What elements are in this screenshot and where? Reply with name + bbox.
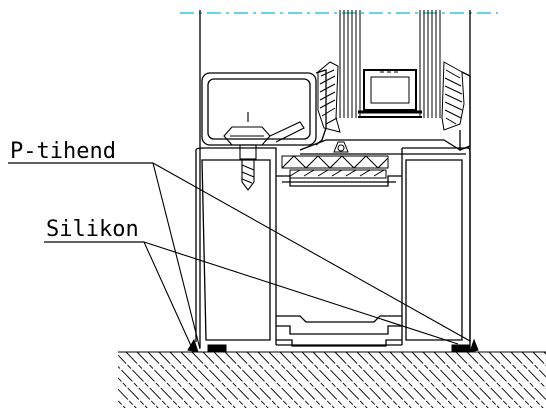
hatch-line: [118, 400, 126, 408]
hatch-line: [444, 351, 500, 408]
glazing-gasket-right: [441, 61, 465, 131]
hatch-line: [378, 351, 434, 408]
fixing-bolt: [223, 112, 305, 191]
hatch-line: [118, 377, 148, 408]
ground-hatching: [60, 351, 546, 408]
hatch-line: [400, 351, 456, 408]
locking-hardware: [281, 141, 389, 179]
hatch-line: [345, 351, 401, 408]
hatch-line: [356, 351, 412, 408]
hatch-line: [290, 351, 346, 408]
p-tihend-label: P-tihend: [10, 139, 116, 164]
hatch-line: [60, 352, 116, 408]
hatch-line: [180, 351, 236, 408]
glazing-gasket-left: [317, 61, 341, 133]
hatch-line: [510, 351, 546, 389]
hatch-line: [389, 351, 445, 408]
hatch-line: [488, 351, 544, 408]
hatch-line: [202, 351, 258, 408]
hatch-line: [118, 365, 159, 408]
hatch-line: [521, 351, 546, 378]
hatch-line: [532, 351, 546, 367]
hatch-line: [147, 351, 203, 408]
hatch-line: [268, 351, 324, 408]
hatch-line: [455, 351, 511, 408]
hatch-line: [158, 351, 214, 408]
hatch-line: [433, 351, 489, 408]
hatch-line: [235, 351, 291, 408]
hatch-line: [312, 351, 368, 408]
glass-spacer: [358, 69, 422, 118]
hatch-line: [224, 351, 280, 408]
hatch-line: [118, 388, 137, 408]
silikon-leaders: [143, 241, 459, 349]
hatch-line: [169, 351, 225, 408]
glazing-unit: [339, 10, 441, 118]
hatch-line: [411, 351, 467, 408]
hatch-line: [191, 351, 247, 408]
hatch-line: [367, 351, 423, 408]
hatch-line: [323, 351, 379, 408]
hatch-line: [334, 351, 390, 408]
hatch-line: [477, 351, 533, 408]
outer-frame-lines: [199, 10, 471, 348]
frame-profile: [195, 147, 471, 347]
hatch-line: [136, 351, 192, 408]
hatch-line: [301, 351, 357, 408]
p-tihend-leaders: [152, 162, 471, 350]
hatch-line: [499, 351, 546, 401]
hatch-line: [257, 351, 313, 408]
silikon-label: Silikon: [46, 217, 139, 242]
hatch-line: [118, 354, 170, 408]
hatch-line: [422, 351, 478, 408]
hatch-line: [246, 351, 302, 408]
hatch-line: [125, 351, 181, 408]
hatch-line: [279, 351, 335, 408]
hatch-line: [213, 351, 269, 408]
hatch-line: [466, 351, 522, 408]
